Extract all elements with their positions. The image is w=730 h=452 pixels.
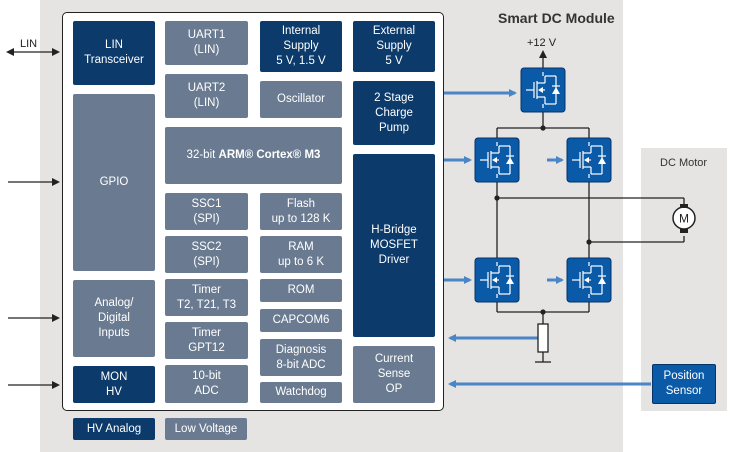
- supply-12v-label: +12 V: [527, 37, 557, 49]
- timer-gpt12-block: Timer GPT12: [165, 322, 248, 359]
- analog-digital-inputs-block: Analog/ Digital Inputs: [73, 280, 155, 357]
- motor-title: DC Motor: [660, 157, 708, 169]
- gpio-block: GPIO: [73, 94, 155, 271]
- ssc1-block: SSC1 (SPI): [165, 193, 248, 230]
- position-sensor-block: Position Sensor: [652, 364, 716, 404]
- internal-supply-block: Internal Supply 5 V, 1.5 V: [260, 21, 342, 72]
- module-title: Smart DC Module: [498, 10, 615, 26]
- capcom6-block: CAPCOM6: [260, 309, 342, 332]
- cpu-brand: ARM® Cortex® M3: [218, 149, 321, 161]
- mosfet-high-right: [566, 137, 612, 183]
- cpu-core-block: 32-bit ARM® Cortex® M3: [165, 127, 342, 184]
- mosfet-low-left: [474, 257, 520, 303]
- mon-hv-block: MON HV: [73, 366, 155, 403]
- rom-block: ROM: [260, 279, 342, 302]
- mosfet-low-right: [566, 257, 612, 303]
- legend-low-voltage: Low Voltage: [165, 418, 247, 440]
- adc-10bit-block: 10-bit ADC: [165, 365, 248, 403]
- lin-label: LIN: [20, 38, 38, 50]
- hbridge-driver-block: H-Bridge MOSFET Driver: [353, 154, 435, 337]
- ssc2-block: SSC2 (SPI): [165, 236, 248, 273]
- charge-pump-block: 2 Stage Charge Pump: [353, 81, 435, 145]
- legend-hv-analog: HV Analog: [73, 418, 155, 440]
- watchdog-block: Watchdog: [260, 382, 342, 403]
- timer-t2-block: Timer T2, T21, T3: [165, 279, 248, 316]
- mosfet-high-side-supply: [520, 67, 566, 113]
- ram-block: RAM up to 6 K: [260, 236, 342, 273]
- uart1-block: UART1 (LIN): [165, 21, 248, 65]
- oscillator-block: Oscillator: [260, 81, 342, 118]
- current-sense-block: Current Sense OP: [353, 346, 435, 403]
- shunt-resistor: [537, 323, 549, 353]
- lin-transceiver-block: LIN Transceiver: [73, 21, 155, 85]
- external-supply-block: External Supply 5 V: [353, 21, 435, 72]
- cpu-prefix: 32-bit: [186, 149, 219, 161]
- uart2-block: UART2 (LIN): [165, 74, 248, 118]
- motor-symbol-label: M: [679, 212, 689, 226]
- mosfet-high-left: [474, 137, 520, 183]
- diagnosis-adc-block: Diagnosis 8-bit ADC: [260, 339, 342, 376]
- flash-block: Flash up to 128 K: [260, 193, 342, 230]
